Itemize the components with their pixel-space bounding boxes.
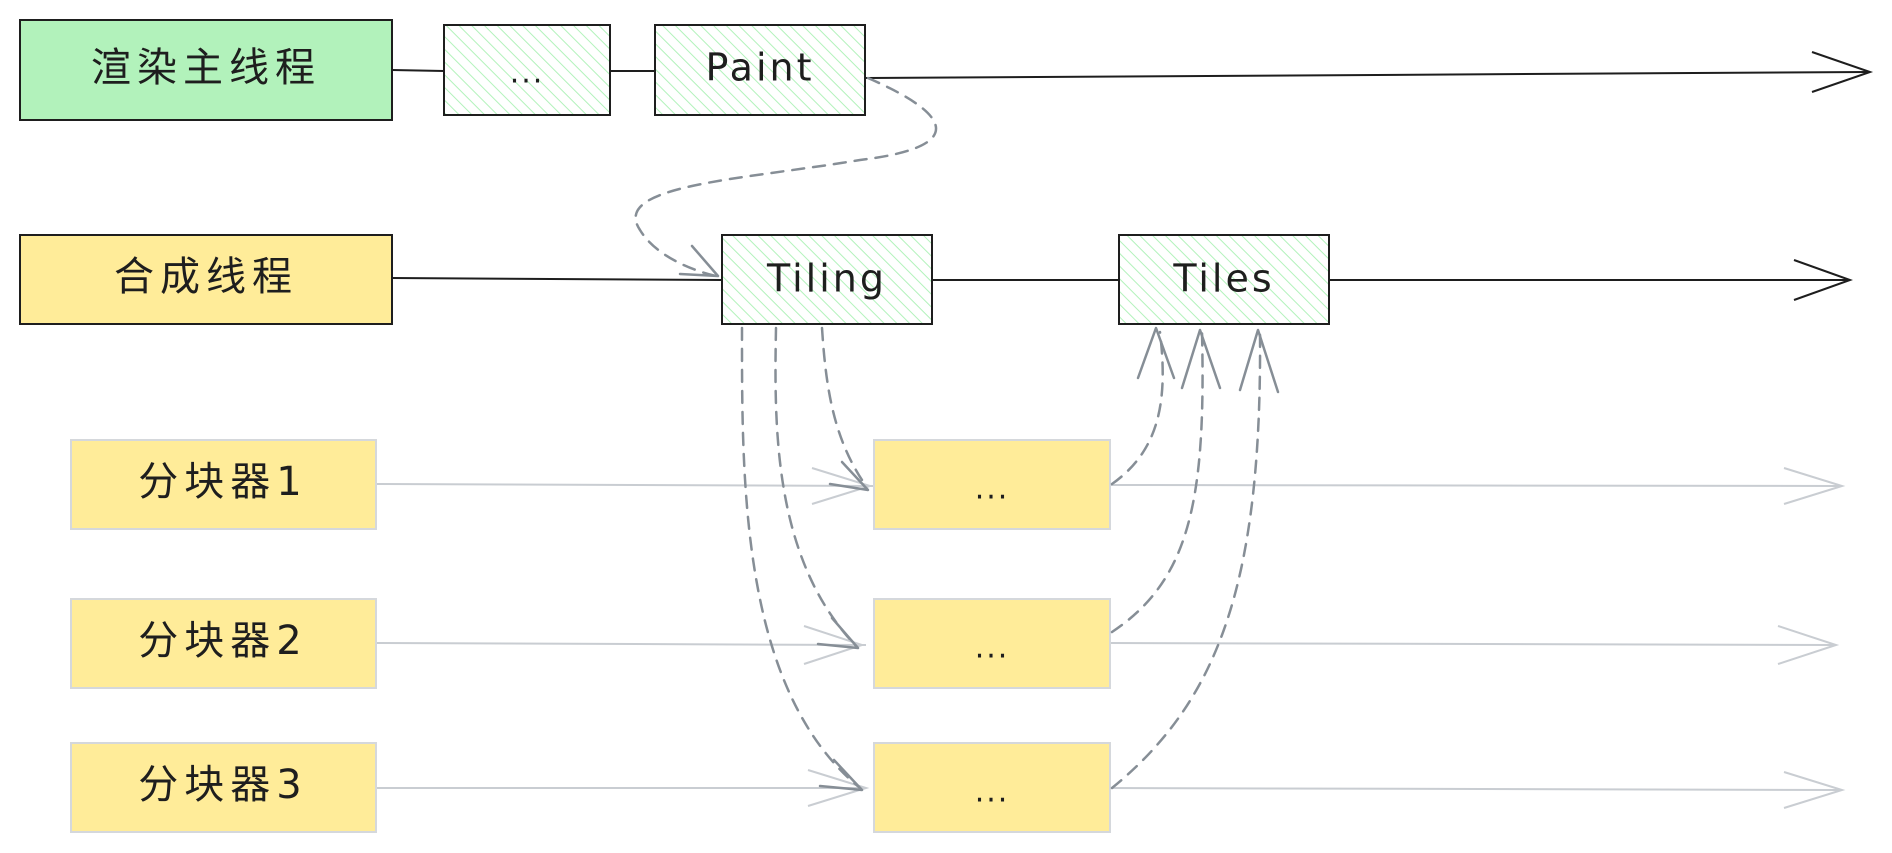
tiles-task-box: Tiles <box>1118 234 1330 325</box>
arrowhead-raster-2-to-tiles <box>1180 328 1222 390</box>
render-main-thread-label: 渲染主线程 <box>91 45 321 91</box>
arrow-raster-2-to-tiles <box>1110 330 1204 634</box>
arrow-tiling-to-raster-2 <box>774 326 858 648</box>
arrow-tiling-to-raster-3 <box>740 326 862 790</box>
arrow-tiling-to-raster-1 <box>820 326 868 488</box>
compositor-thread-box: 合成线程 <box>19 234 393 325</box>
tiles-task-label: Tiles <box>1172 257 1274 301</box>
render-main-task-ellipsis: ... <box>443 24 611 116</box>
raster-thread-2-box: 分块器2 <box>70 598 377 689</box>
raster-2-task-box: ... <box>873 598 1111 689</box>
raster-1-task-box: ... <box>873 439 1111 530</box>
arrowhead-tiling-to-raster-3 <box>818 758 864 792</box>
render-main-thread-box: 渲染主线程 <box>19 19 393 121</box>
raster-3-task-label: ... <box>975 775 1010 810</box>
render-main-timeline <box>391 51 1874 93</box>
arrowhead-paint-to-tiling <box>678 244 720 278</box>
compositor-timeline <box>391 259 1853 301</box>
raster-thread-3-box: 分块器3 <box>70 742 377 833</box>
tiling-task-box: Tiling <box>721 234 933 325</box>
arrowhead-raster-1-to-tiles <box>1136 326 1176 380</box>
raster-thread-3-label: 分块器3 <box>138 762 307 808</box>
arrowhead-tiling-to-raster-2 <box>816 616 860 650</box>
compositor-thread-label: 合成线程 <box>114 254 298 300</box>
raster-thread-2-label: 分块器2 <box>138 618 307 664</box>
paint-task-box: Paint <box>654 24 866 116</box>
paint-task-label: Paint <box>705 46 814 90</box>
arrowhead-tiling-to-raster-1 <box>828 460 870 492</box>
raster-thread-1-box: 分块器1 <box>70 439 377 530</box>
arrow-raster-1-to-tiles <box>1110 330 1164 486</box>
raster-3-task-box: ... <box>873 742 1111 833</box>
render-main-task-ellipsis-label: ... <box>510 56 545 91</box>
arrow-paint-to-tiling <box>634 76 938 278</box>
tiling-task-label: Tiling <box>766 257 887 301</box>
arrow-raster-3-to-tiles <box>1110 330 1262 790</box>
raster-thread-1-label: 分块器1 <box>138 459 307 505</box>
raster-1-task-label: ... <box>975 472 1010 507</box>
raster-2-task-label: ... <box>975 631 1010 666</box>
raster-timelines <box>375 467 1846 809</box>
arrowhead-raster-3-to-tiles <box>1238 328 1280 394</box>
